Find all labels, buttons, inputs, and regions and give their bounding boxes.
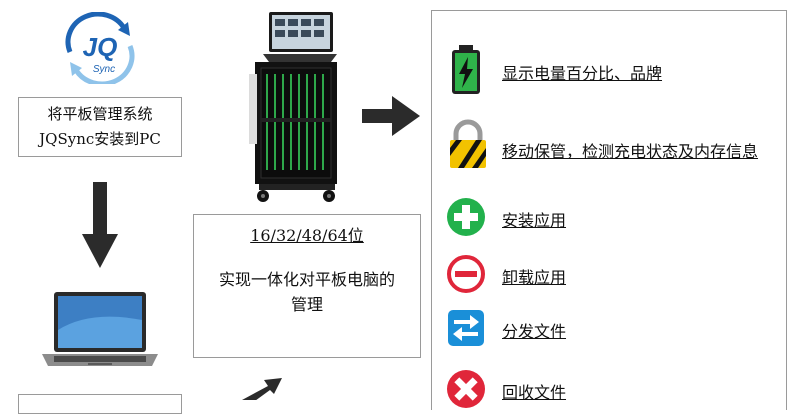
transfer-arrows-icon xyxy=(446,308,486,348)
install-step-box: 将平板管理系统 JQSync安装到PC xyxy=(18,97,182,157)
logo-arrow-top xyxy=(118,22,130,36)
info-desc-line-2: 管理 xyxy=(290,295,323,314)
step-line-2: JQSync安装到PC xyxy=(39,130,161,148)
lock-icon xyxy=(446,118,486,168)
feature-label-uninstall: 卸载应用 xyxy=(502,268,567,287)
logo-swoosh-bottom xyxy=(73,45,135,87)
down-arrow xyxy=(82,182,118,268)
feature-label-recycle: 回收文件 xyxy=(502,383,567,402)
logo-arrow-bottom xyxy=(70,62,82,76)
diagonal-arrow xyxy=(242,378,282,400)
capacity-title: 16/32/48/64位 xyxy=(250,226,364,245)
info-description: 实现一体化对平板电脑的 管理 xyxy=(204,267,410,317)
feature-uninstall: 卸载应用 xyxy=(432,254,786,298)
logo-text: JQ xyxy=(83,32,118,62)
charging-cart-image xyxy=(233,10,353,210)
bottom-step-box xyxy=(18,394,182,414)
logo-swoosh-top xyxy=(65,11,127,53)
feature-lock: 移动保管，检测充电状态及内存信息 xyxy=(432,119,786,168)
logo-subtext: Sync xyxy=(93,64,115,75)
step-line-1: 将平板管理系统 xyxy=(47,105,153,123)
minus-circle-icon xyxy=(446,254,486,294)
feature-panel: 显示电量百分比、品牌 移动保管，检测充电状态及内存信息 安装应用 xyxy=(431,10,787,410)
feature-distribute: 分发文件 xyxy=(432,308,786,352)
feature-label-install: 安装应用 xyxy=(502,211,567,230)
feature-label-lock: 移动保管，检测充电状态及内存信息 xyxy=(502,142,759,161)
feature-battery: 显示电量百分比、品牌 xyxy=(432,45,786,94)
feature-recycle: 回收文件 xyxy=(432,369,786,413)
x-circle-icon xyxy=(446,369,486,409)
jqsync-logo: JQ Sync xyxy=(58,11,142,87)
plus-circle-icon xyxy=(446,197,486,237)
right-arrow xyxy=(362,96,420,136)
feature-install: 安装应用 xyxy=(432,197,786,241)
info-box: 16/32/48/64位 实现一体化对平板电脑的 管理 xyxy=(193,214,421,358)
battery-icon xyxy=(446,43,486,94)
info-desc-line-1: 实现一体化对平板电脑的 xyxy=(218,270,395,289)
feature-label-distribute: 分发文件 xyxy=(502,322,567,341)
feature-label-battery: 显示电量百分比、品牌 xyxy=(502,64,663,83)
laptop-image xyxy=(40,290,160,374)
